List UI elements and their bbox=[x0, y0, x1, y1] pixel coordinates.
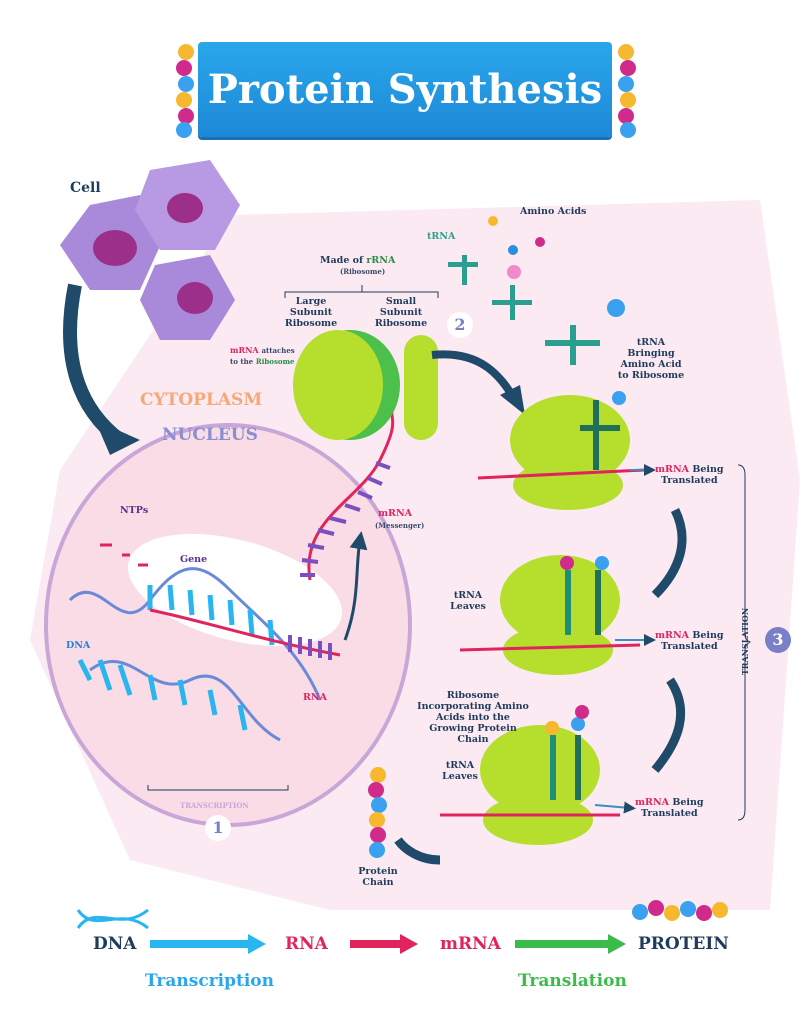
rna-label: RNA bbox=[303, 692, 327, 703]
translation-bracket bbox=[737, 464, 752, 821]
trna-icons bbox=[448, 255, 600, 365]
transcription-caps-label: TRANSCRIPTION bbox=[180, 801, 249, 810]
flow-transcription: Transcription bbox=[145, 971, 274, 991]
protein-icon bbox=[632, 900, 728, 921]
step-3-badge: 3 bbox=[765, 627, 791, 653]
cell-label: Cell bbox=[70, 180, 101, 196]
trna-leaves-label-1: tRNA Leaves bbox=[450, 590, 486, 612]
protein-chain-label: Protein Chain bbox=[358, 866, 398, 888]
ntps-label: NTPs bbox=[120, 505, 149, 516]
translation-caps-label: TRANSLATION bbox=[740, 607, 751, 676]
large-subunit-label: Large Subunit Ribosome bbox=[284, 296, 338, 329]
mrna-label: mRNA bbox=[378, 508, 413, 519]
messenger-label: (Messenger) bbox=[375, 521, 425, 530]
nucleus-label: NUCLEUS bbox=[162, 425, 258, 445]
ribosome-incorporating-label: Ribosome Incorporating Amino Acids into … bbox=[417, 690, 529, 745]
cytoplasm-label: CYTOPLASM bbox=[140, 390, 263, 410]
flow-dna: DNA bbox=[93, 934, 137, 954]
step-1-badge: 1 bbox=[205, 815, 231, 841]
flow-rna: RNA bbox=[285, 934, 328, 954]
amino-acids-label: Amino Acids bbox=[520, 206, 587, 217]
small-subunit-label: Small Subunit Ribosome bbox=[374, 296, 428, 329]
trna-leaves-label-2: tRNA Leaves bbox=[442, 760, 478, 782]
rna-polymerase-label: RNA Polymerase bbox=[229, 555, 281, 576]
flow-protein: PROTEIN bbox=[638, 934, 729, 954]
rna-strand bbox=[149, 608, 341, 657]
transcription-bracket bbox=[147, 785, 289, 791]
gene-label: Gene bbox=[180, 554, 208, 565]
flow-mrna: mRNA bbox=[440, 934, 501, 954]
small-subunit-ribosome bbox=[404, 335, 438, 440]
bead-strand-left bbox=[176, 44, 194, 138]
ntps bbox=[100, 543, 148, 567]
trna-bringing-label: tRNA Bringing Amino Acid to Ribosome bbox=[617, 337, 685, 381]
dna-helix bbox=[68, 567, 322, 742]
dna-label: DNA bbox=[66, 640, 91, 651]
page-title: Protein Synthesis bbox=[198, 42, 612, 137]
bead-strand-right bbox=[618, 44, 636, 138]
ribosome-paren-label: (Ribosome) bbox=[340, 267, 386, 276]
dna-icon bbox=[76, 908, 149, 930]
step-2-badge: 2 bbox=[447, 312, 473, 338]
flow-translation: Translation bbox=[518, 971, 627, 991]
made-of-rrna-label: Made of rRNA bbox=[320, 255, 396, 266]
trna-label: tRNA bbox=[427, 231, 456, 242]
cell-cluster bbox=[60, 160, 240, 340]
protein-chain-beads bbox=[368, 767, 387, 858]
mrna-strand bbox=[307, 409, 395, 581]
translating-ribosomes bbox=[440, 391, 646, 845]
